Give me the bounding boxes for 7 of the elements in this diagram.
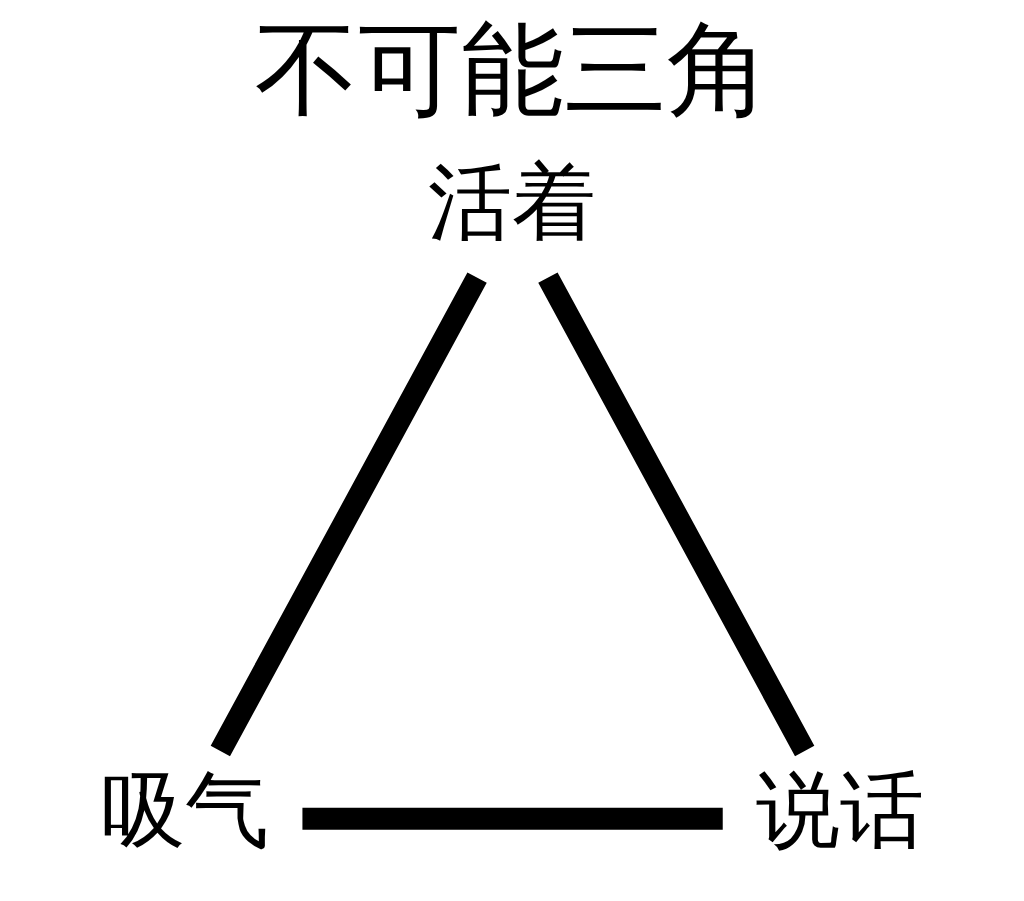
connector <box>537 272 814 757</box>
node-text: 活着 <box>428 153 596 252</box>
connector <box>301 807 723 830</box>
connector <box>210 272 487 757</box>
node-text: 说话 <box>755 761 924 860</box>
node-text: 吸气 <box>100 761 269 860</box>
diagram-title: 不可能三角 <box>254 9 770 129</box>
